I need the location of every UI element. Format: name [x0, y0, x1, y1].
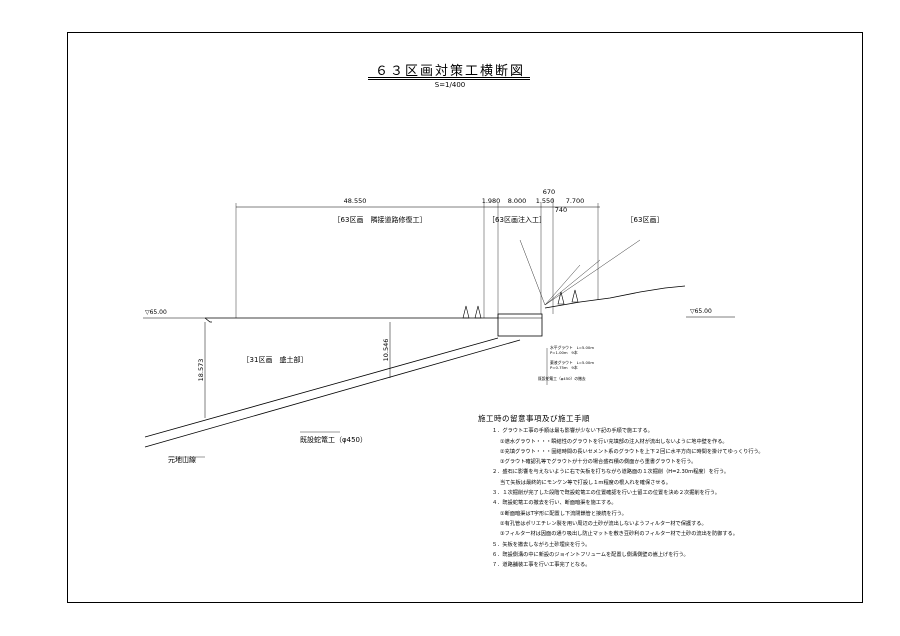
dim-10546: 10.546: [382, 339, 390, 362]
terrain-right: [544, 285, 686, 309]
level-left-label: ▽65.00: [145, 309, 167, 316]
traffic-cone-1: [462, 305, 470, 319]
note-line: ４．既設蛇篭工の撤去を行い、断面暗渠を施工する。: [492, 500, 617, 507]
notes-lines: １．グラウト工事の手順は最も影響が少ない下記の手順で施工する。 ①遮水グラウト・・…: [478, 426, 778, 570]
note-line: ①遮水グラウト・・・瞬結性のグラウトを行い充填部の注入材が流出しないように地中壁…: [500, 438, 728, 445]
dim-7700: 7.700: [566, 197, 585, 205]
grout-line-3: [544, 264, 581, 306]
grout-line-2: [544, 239, 641, 306]
drawing-frame: [67, 32, 863, 603]
grout-line-1: [544, 259, 601, 306]
zone-63-label: ［63区画］: [627, 216, 664, 224]
note-line: ③グラウト確認孔等でグラウトが十分の場合盛石積の側面から重書グラウトを行う。: [500, 459, 697, 466]
note-line: ③フィルター材は因面の通り吸出し防止マットを敷き豆砂利のフィルター材で土砂の流出…: [500, 531, 738, 538]
zone-road-label: ［63区画 隣接道路修復工］: [334, 215, 427, 224]
dim-670: 670: [543, 188, 555, 196]
note-line: ２．盛石に影響を与えないように右で矢板を打ちながら道路面の１次掘削（H=2.30…: [492, 469, 730, 476]
traffic-cone-4: [571, 289, 579, 303]
notes-heading: 施工時の留意事項及び施工手順: [478, 414, 590, 423]
note-line: ６．既設側溝の中に新設のジョイントフリュームを配置し側溝側壁の嵩上げを行う。: [492, 551, 689, 558]
drawing-title: ６３区画対策工横断図: [374, 64, 525, 79]
grout-line-4: [519, 239, 546, 306]
dim-8000: 8.000: [508, 197, 527, 205]
construction-notes: 施工時の留意事項及び施工手順 １．グラウト工事の手順は最も影響が少ない下記の手順…: [478, 414, 778, 570]
traffic-cone-2: [474, 305, 482, 319]
level-right-label: ▽65.00: [690, 308, 712, 315]
note-line: ７．道路舗装工事を行い工事完了となる。: [492, 562, 591, 569]
note-line: ②有孔管はポリエチレン製を用い周辺の土砂が流出しないようフィルター材で保護する。: [500, 520, 707, 527]
zone-inject-label: ［63区画注入工］: [488, 215, 546, 224]
note-line: ②充填グラウト・・・固結時間の長いセメント系のグラウトを上下２回に水平方向に時間…: [500, 448, 764, 455]
grout-a2-label: P=1.00m 9本: [550, 350, 578, 355]
note-line: 当て矢板は最終的にモンケン等で打設し１m程度の根入れを確保させる。: [500, 479, 671, 486]
road-edge-left: [204, 317, 212, 323]
dim-1550: 1.550: [536, 197, 555, 205]
note-line: ３．１次掘削が完了した段階で既設蛇篭工の位置確認を行い土留工の位置を決め２次掘削…: [492, 490, 720, 497]
dim-18573: 18.573: [197, 359, 205, 382]
injection-structure: [497, 313, 543, 337]
original-ground-line: [144, 339, 521, 448]
note-line: １．グラウト工事の手順は最も影響が少ない下記の手順で施工する。: [492, 428, 653, 435]
embankment-slope-upper: [144, 337, 499, 438]
dim-740: 740: [555, 206, 567, 214]
dim-1980: 1.980: [482, 197, 501, 205]
grout-b-label: 薬液グラウト L=5.00m: [550, 360, 594, 365]
drawing-scale: S=1/400: [434, 81, 466, 89]
dim-48550: 48.550: [344, 197, 367, 205]
title-underline: [368, 77, 530, 78]
zone-31-label: ［31区画 盛土部］: [243, 355, 308, 364]
traffic-cone-3: [557, 291, 565, 305]
grout-a-label: 水平グラウト L=5.00m: [550, 345, 594, 350]
note-line: ５．矢板を撤去しながら土砂埋戻を行う。: [492, 541, 591, 548]
pipe-small-label: 既設蛇篭工（φ450）の撤去: [538, 376, 586, 381]
pipe-label: 既設蛇篭工（φ450）: [300, 435, 367, 444]
title-underline-secondary: [368, 79, 530, 80]
ground-label: 元地山線: [168, 455, 196, 464]
grout-b2-label: P=0.75m 9本: [550, 365, 578, 370]
note-line: ①断面暗渠はT字形に配置し下流閉鎖管と接続を行う。: [500, 510, 627, 517]
